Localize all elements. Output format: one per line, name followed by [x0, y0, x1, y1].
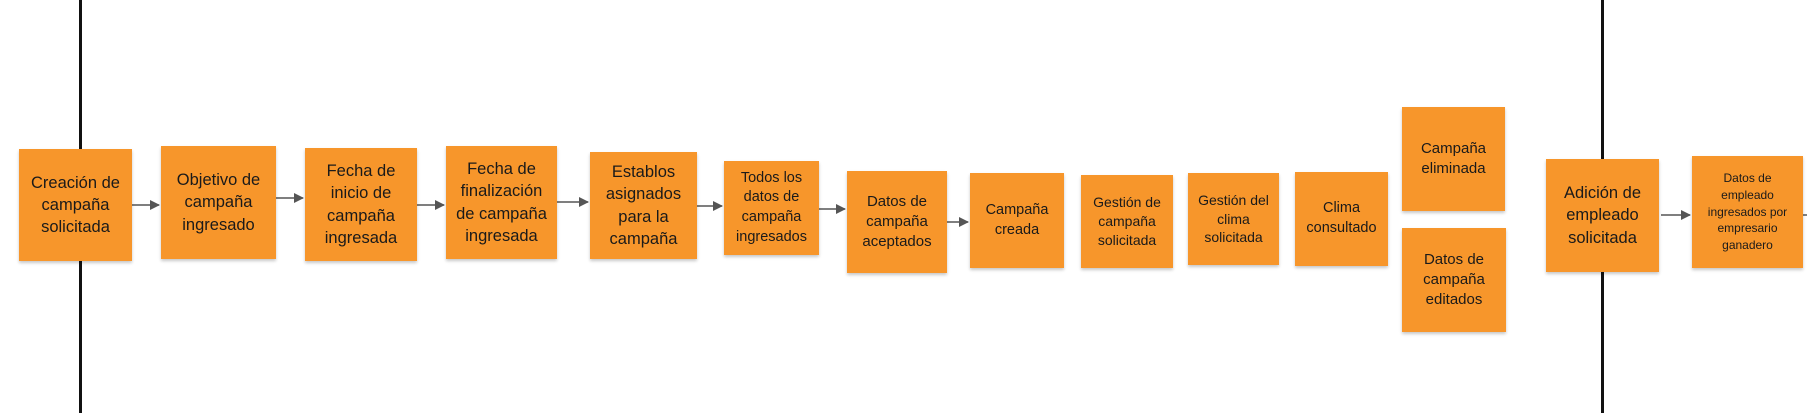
sticky-note-establos-asignados: Establos asignados para la campaña [590, 152, 697, 259]
sticky-note-clima-consultado: Clima consultado [1295, 172, 1388, 266]
sticky-note-campana-creada: Campaña creada [970, 173, 1064, 268]
sticky-note-gestion-clima: Gestión del clima solicitada [1188, 173, 1279, 265]
sticky-note-datos-editados: Datos de campaña editados [1402, 228, 1506, 332]
sticky-note-campana-eliminada: Campaña eliminada [1402, 107, 1505, 211]
sticky-note-gestion-campana: Gestión de campaña solicitada [1081, 175, 1173, 268]
sticky-note-todos-datos: Todos los datos de campaña ingresados [724, 161, 819, 255]
sticky-note-creacion-campana: Creación de campaña solicitada [19, 149, 132, 261]
sticky-note-fecha-finalizacion: Fecha de finalización de campaña ingresa… [446, 146, 557, 259]
sticky-note-objetivo-campana: Objetivo de campaña ingresado [161, 146, 276, 259]
sticky-note-fecha-inicio: Fecha de inicio de campaña ingresada [305, 148, 417, 261]
sticky-note-datos-aceptados: Datos de campaña aceptados [847, 171, 947, 273]
sticky-note-adicion-empleado: Adición de empleado solicitada [1546, 159, 1659, 272]
sticky-note-datos-empleado: Datos de empleado ingresados por empresa… [1692, 156, 1803, 268]
